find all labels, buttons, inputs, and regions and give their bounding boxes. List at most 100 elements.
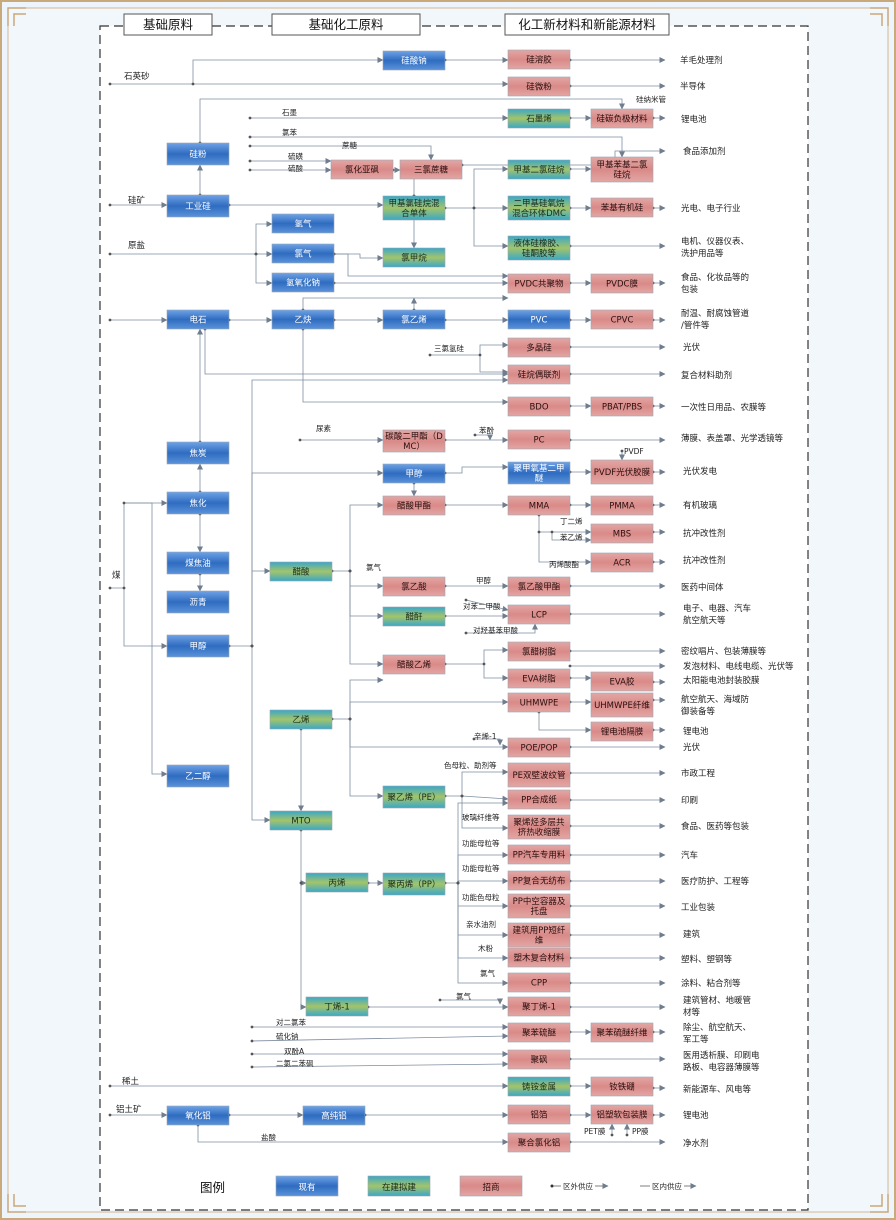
line-label: 丁二烯 bbox=[560, 516, 583, 526]
line-label: 苯乙烯 bbox=[560, 532, 583, 542]
box-label: PP复合无纺布 bbox=[513, 876, 566, 887]
connector-dot bbox=[108, 586, 112, 590]
box-n48: 醋酐 bbox=[382, 606, 446, 627]
box-label: 托盘 bbox=[530, 906, 548, 917]
box-n39: MMA bbox=[507, 495, 571, 516]
box-label: 醋酐 bbox=[405, 612, 423, 623]
box-n14: 苯基有机硅 bbox=[590, 197, 654, 218]
box-n3: 硅微粉 bbox=[507, 76, 571, 97]
connector bbox=[251, 470, 384, 646]
application-label: 一次性日用品、农膜等 bbox=[681, 402, 767, 413]
connector bbox=[332, 502, 384, 572]
connector-dot bbox=[473, 433, 477, 437]
box-label: 甲基氯硅烷混 bbox=[388, 198, 440, 209]
box-n16: 氯气 bbox=[271, 243, 335, 264]
connector bbox=[445, 166, 509, 209]
box-label: PVDC膜 bbox=[606, 279, 638, 290]
box-n20: PVDC共聚物 bbox=[507, 273, 571, 294]
application-label: 复合材料助剂 bbox=[681, 370, 732, 381]
connector bbox=[445, 647, 509, 665]
box-label: 碳酸二甲酯（D bbox=[385, 431, 443, 442]
process-boxes: 硅酸钠硅溶胶硅微粉石墨烯硅碳负极材料硅粉氯化亚砜三氯蔗糖甲基二氯硅烷甲基苯基二氯… bbox=[166, 49, 654, 1153]
connector bbox=[474, 738, 503, 746]
line-label: 功能母粒等 bbox=[462, 863, 500, 873]
box-label: 聚砜 bbox=[530, 1056, 548, 1066]
connector-dot bbox=[464, 598, 468, 602]
box-n62: 聚乙烯（PE） bbox=[382, 785, 446, 809]
connector bbox=[465, 599, 509, 612]
connector-dot bbox=[456, 881, 460, 885]
box-label: 氧化铝 bbox=[185, 1111, 211, 1122]
application-label: 密纹唱片、包装薄膜等 bbox=[681, 646, 767, 657]
connector bbox=[466, 623, 538, 634]
box-label: 塑木复合材料 bbox=[513, 953, 565, 964]
box-n1: 硅酸钠 bbox=[382, 50, 446, 71]
box-n15: 氢气 bbox=[271, 213, 335, 234]
box-label: 乙二醇 bbox=[185, 771, 211, 782]
box-n64: MTO bbox=[269, 810, 333, 831]
box-label: MBS bbox=[613, 530, 631, 540]
application-label: 医用透析膜、印刷电 bbox=[683, 1050, 760, 1061]
connector bbox=[473, 208, 509, 249]
application-label: 食品、化妆品等的 bbox=[681, 272, 749, 283]
application-label: 汽车 bbox=[681, 850, 698, 861]
box-label: 三氯蔗糖 bbox=[414, 165, 449, 176]
box-n72: 塑木复合材料 bbox=[507, 947, 571, 968]
connector bbox=[445, 800, 509, 884]
box-label: MTO bbox=[291, 817, 311, 827]
box-label: MC） bbox=[403, 441, 425, 452]
box-label: 氯醋树脂 bbox=[522, 647, 557, 658]
box-label: PP中空容器及 bbox=[513, 896, 566, 907]
application-label: 航空航天等 bbox=[683, 615, 726, 626]
application-label: 印刷 bbox=[681, 795, 698, 806]
connector bbox=[440, 998, 503, 1005]
application-label: 光伏 bbox=[683, 742, 701, 753]
box-label: PE双壁波纹管 bbox=[513, 770, 566, 781]
application-label: 有机玻璃 bbox=[683, 500, 718, 511]
box-label: 液体硅橡胶、 bbox=[513, 238, 564, 249]
column-header-box bbox=[504, 13, 670, 36]
box-label: 工业硅 bbox=[185, 201, 211, 212]
connector bbox=[199, 98, 625, 143]
connectors bbox=[108, 57, 666, 1145]
raw-material-label: 石英砂 bbox=[124, 71, 150, 82]
application-label: 包装 bbox=[681, 284, 699, 295]
box-n21: PVDC膜 bbox=[590, 273, 654, 294]
connector bbox=[445, 769, 509, 797]
box-n5: 硅碳负极材料 bbox=[590, 108, 654, 129]
application-label: 工业包装 bbox=[681, 902, 716, 913]
application-label: 御装备等 bbox=[681, 706, 716, 717]
column-header: 基础原料 bbox=[143, 17, 194, 32]
legend-dot bbox=[550, 1184, 554, 1188]
box-label: 高纯铝 bbox=[321, 1111, 347, 1122]
application-label: 光伏发电 bbox=[683, 466, 718, 477]
box-n52: 氯醋树脂 bbox=[507, 641, 571, 662]
connector-dot bbox=[478, 353, 482, 357]
box-label: 石墨烯 bbox=[526, 114, 552, 125]
box-label: 醋酸 bbox=[292, 567, 310, 578]
legend-inner-supply: 区内供应 bbox=[652, 1181, 682, 1191]
connector bbox=[250, 145, 434, 161]
line-label: 盐酸 bbox=[261, 1132, 276, 1142]
box-label: 硅碳负极材料 bbox=[596, 114, 648, 125]
connector-dot bbox=[550, 530, 554, 534]
connector bbox=[251, 568, 271, 646]
line-label: 二氯二苯砜 bbox=[276, 1058, 314, 1068]
application-label: 塑料、塑钢等 bbox=[681, 954, 733, 965]
connector-dot bbox=[348, 717, 352, 721]
connector-dot bbox=[298, 438, 302, 442]
legend-label-building: 在建拟建 bbox=[382, 1182, 417, 1193]
box-label: 苯基有机硅 bbox=[601, 203, 644, 214]
box-label: EVA树脂 bbox=[522, 674, 556, 685]
box-label: 焦炭 bbox=[189, 448, 207, 459]
box-n59: POE/POP bbox=[507, 737, 571, 758]
line-label: 三氯氢硅 bbox=[434, 343, 464, 353]
connector bbox=[349, 699, 509, 719]
connector bbox=[445, 464, 509, 474]
line-label: 氯气 bbox=[456, 991, 471, 1001]
